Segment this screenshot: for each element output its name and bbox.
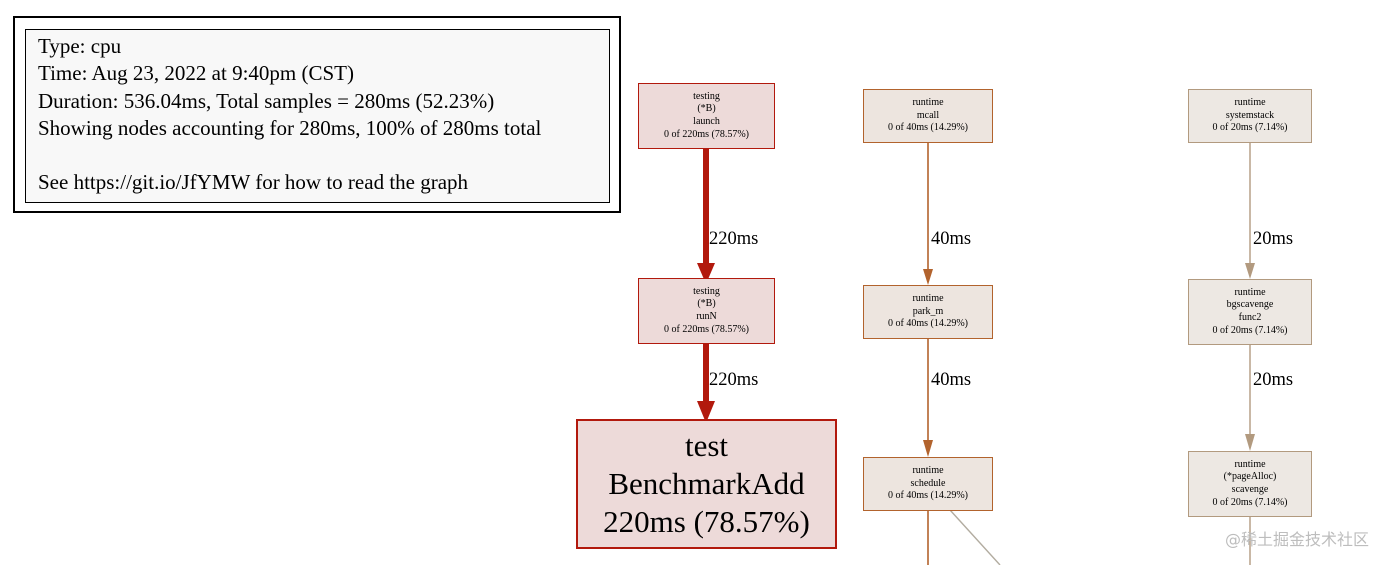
edge-launch-runN-arrowhead [697,263,715,284]
node-stat: 0 of 20ms (7.14%) [1212,324,1288,336]
legend-time: Time: Aug 23, 2022 at 9:40pm (CST) [38,61,354,86]
node-package: runtime [1234,458,1266,470]
node-function: launch [693,116,720,127]
node-function: runN [696,311,717,322]
edge-runN-benchmark-arrowhead [697,401,715,423]
node-function: bgscavenge [1226,299,1274,311]
edge-mcall-park-arrowhead [923,269,933,285]
edge-bg-scav-arrowhead [1245,434,1255,451]
node-stat: 0 of 40ms (14.29%) [888,318,968,330]
node-package: test [684,428,729,463]
node-stat: 0 of 220ms (78.57%) [664,128,749,140]
node-package: runtime [912,464,944,476]
node-receiver: (*B) [697,103,716,115]
legend-showing: Showing nodes accounting for 280ms, 100%… [38,115,542,140]
edge-park-schedule-arrowhead [923,440,933,457]
node-runtime-bgscavenge-func2[interactable]: runtime bgscavenge func2 0 of 20ms (7.14… [1188,279,1312,345]
legend-help: See https://git.io/JfYMW for how to read… [38,170,469,195]
node-function: systemstack [1225,109,1275,121]
edge-label-mcall-park: 40ms [931,229,972,249]
node-receiver: (*B) [697,298,716,310]
node-package: testing [693,285,720,297]
edge-schedule-diagonal[interactable] [949,509,1001,565]
edge-sys-bg-arrowhead [1245,263,1255,279]
legend-frame: Type: cpu Time: Aug 23, 2022 at 9:40pm (… [13,16,621,213]
node-runtime-schedule[interactable]: runtime schedule 0 of 40ms (14.29%) [863,457,993,511]
node-function: BenchmarkAdd [608,466,805,501]
node-function: scavenge [1231,484,1269,495]
legend-duration: Duration: 536.04ms, Total samples = 280m… [38,88,495,113]
node-function: park_m [912,305,944,317]
node-runtime-systemstack[interactable]: runtime systemstack 0 of 20ms (7.14%) [1188,89,1312,143]
node-runtime-pagealloc-scavenge[interactable]: runtime (*pageAlloc) scavenge 0 of 20ms … [1188,451,1312,517]
node-stat: 0 of 40ms (14.29%) [888,122,968,134]
node-package: runtime [1234,286,1266,298]
node-package: runtime [912,292,944,304]
node-stat: 0 of 40ms (14.29%) [888,490,968,502]
node-runtime-park-m[interactable]: runtime park_m 0 of 40ms (14.29%) [863,285,993,339]
node-stat: 0 of 20ms (7.14%) [1212,496,1288,508]
watermark: @稀土掘金技术社区 [1224,530,1369,549]
legend-box: Type: cpu Time: Aug 23, 2022 at 9:40pm (… [25,29,610,203]
node-testing-runN[interactable]: testing (*B) runN 0 of 220ms (78.57%) [638,278,775,344]
node-stat: 220ms (78.57%) [603,504,810,539]
node-runtime-mcall[interactable]: runtime mcall 0 of 40ms (14.29%) [863,89,993,143]
node-package: runtime [1234,96,1266,108]
legend-type: Type: cpu [38,34,122,58]
node-benchmark-add[interactable]: test BenchmarkAdd 220ms (78.57%) [576,419,837,549]
node-receiver: (*pageAlloc) [1223,471,1277,483]
node-package: testing [693,90,720,102]
node-function: mcall [916,109,940,121]
edge-label-park-schedule: 40ms [931,370,972,390]
node-function: schedule [910,477,946,489]
edge-label-bg-scav: 20ms [1253,370,1294,390]
node-testing-launch[interactable]: testing (*B) launch 0 of 220ms (78.57%) [638,83,775,149]
edge-label-sys-bg: 20ms [1253,229,1294,249]
node-stat: 0 of 20ms (7.14%) [1212,122,1288,134]
node-package: runtime [912,96,944,108]
edge-label-launch-runN: 220ms [709,229,759,249]
node-stat: 0 of 220ms (78.57%) [664,323,749,335]
edge-label-runN-benchmark: 220ms [709,370,759,390]
node-closure: func2 [1238,312,1262,323]
